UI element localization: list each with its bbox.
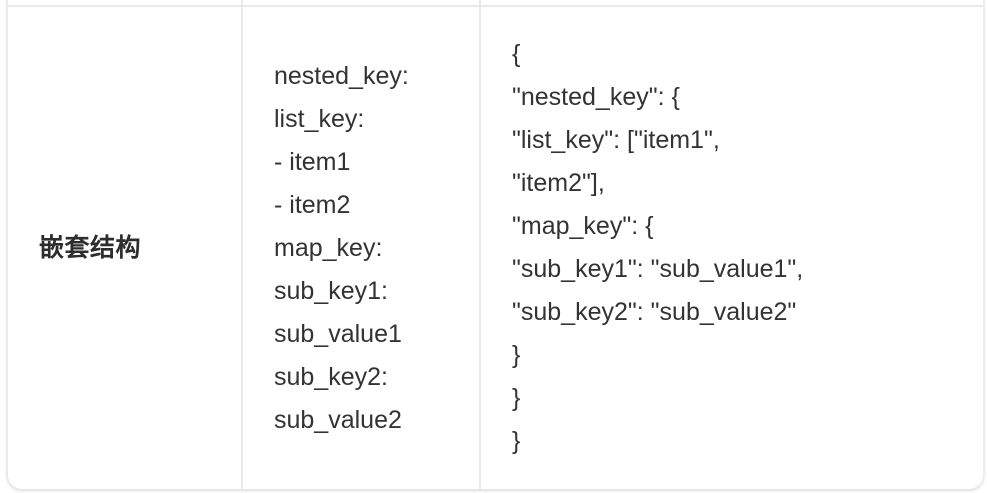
yaml-line: map_key:: [274, 233, 383, 262]
prev-row-cell-json: [481, 0, 983, 5]
yaml-line: - item2: [274, 190, 351, 219]
prev-row-cell-yaml: [243, 0, 481, 5]
json-line: }: [512, 384, 521, 412]
json-line: "list_key": ["item1",: [512, 126, 720, 154]
json-line: {: [512, 40, 521, 68]
yaml-line: sub_key1:: [274, 276, 388, 305]
json-line: }: [512, 427, 521, 455]
json-line: }: [512, 341, 521, 369]
yaml-line: sub_value1: [274, 319, 402, 348]
yaml-line: sub_value2: [274, 405, 402, 434]
json-line: "nested_key": {: [512, 83, 680, 111]
table-row-nested-structure: 嵌套结构 nested_key: list_key: - item1 - ite…: [8, 7, 983, 489]
yaml-line: list_key:: [274, 104, 365, 133]
yaml-line: - item1: [274, 147, 351, 176]
previous-row-remnant: [8, 0, 983, 7]
json-line: "item2"],: [512, 169, 605, 197]
json-line: "map_key": {: [512, 212, 654, 240]
json-line: "sub_key2": "sub_value2": [512, 298, 797, 326]
prev-row-cell-label: [8, 0, 243, 5]
yaml-line: nested_key:: [274, 61, 409, 90]
yaml-line: sub_key2:: [274, 362, 388, 391]
row-label: 嵌套结构: [39, 233, 142, 262]
cell-json-example: { "nested_key": { "list_key": ["item1", …: [481, 7, 983, 489]
json-line: "sub_key1": "sub_value1",: [512, 255, 804, 283]
comparison-table: 嵌套结构 nested_key: list_key: - item1 - ite…: [6, 0, 985, 491]
cell-structure-label: 嵌套结构: [8, 7, 243, 489]
cell-yaml-example: nested_key: list_key: - item1 - item2 ma…: [243, 7, 481, 489]
